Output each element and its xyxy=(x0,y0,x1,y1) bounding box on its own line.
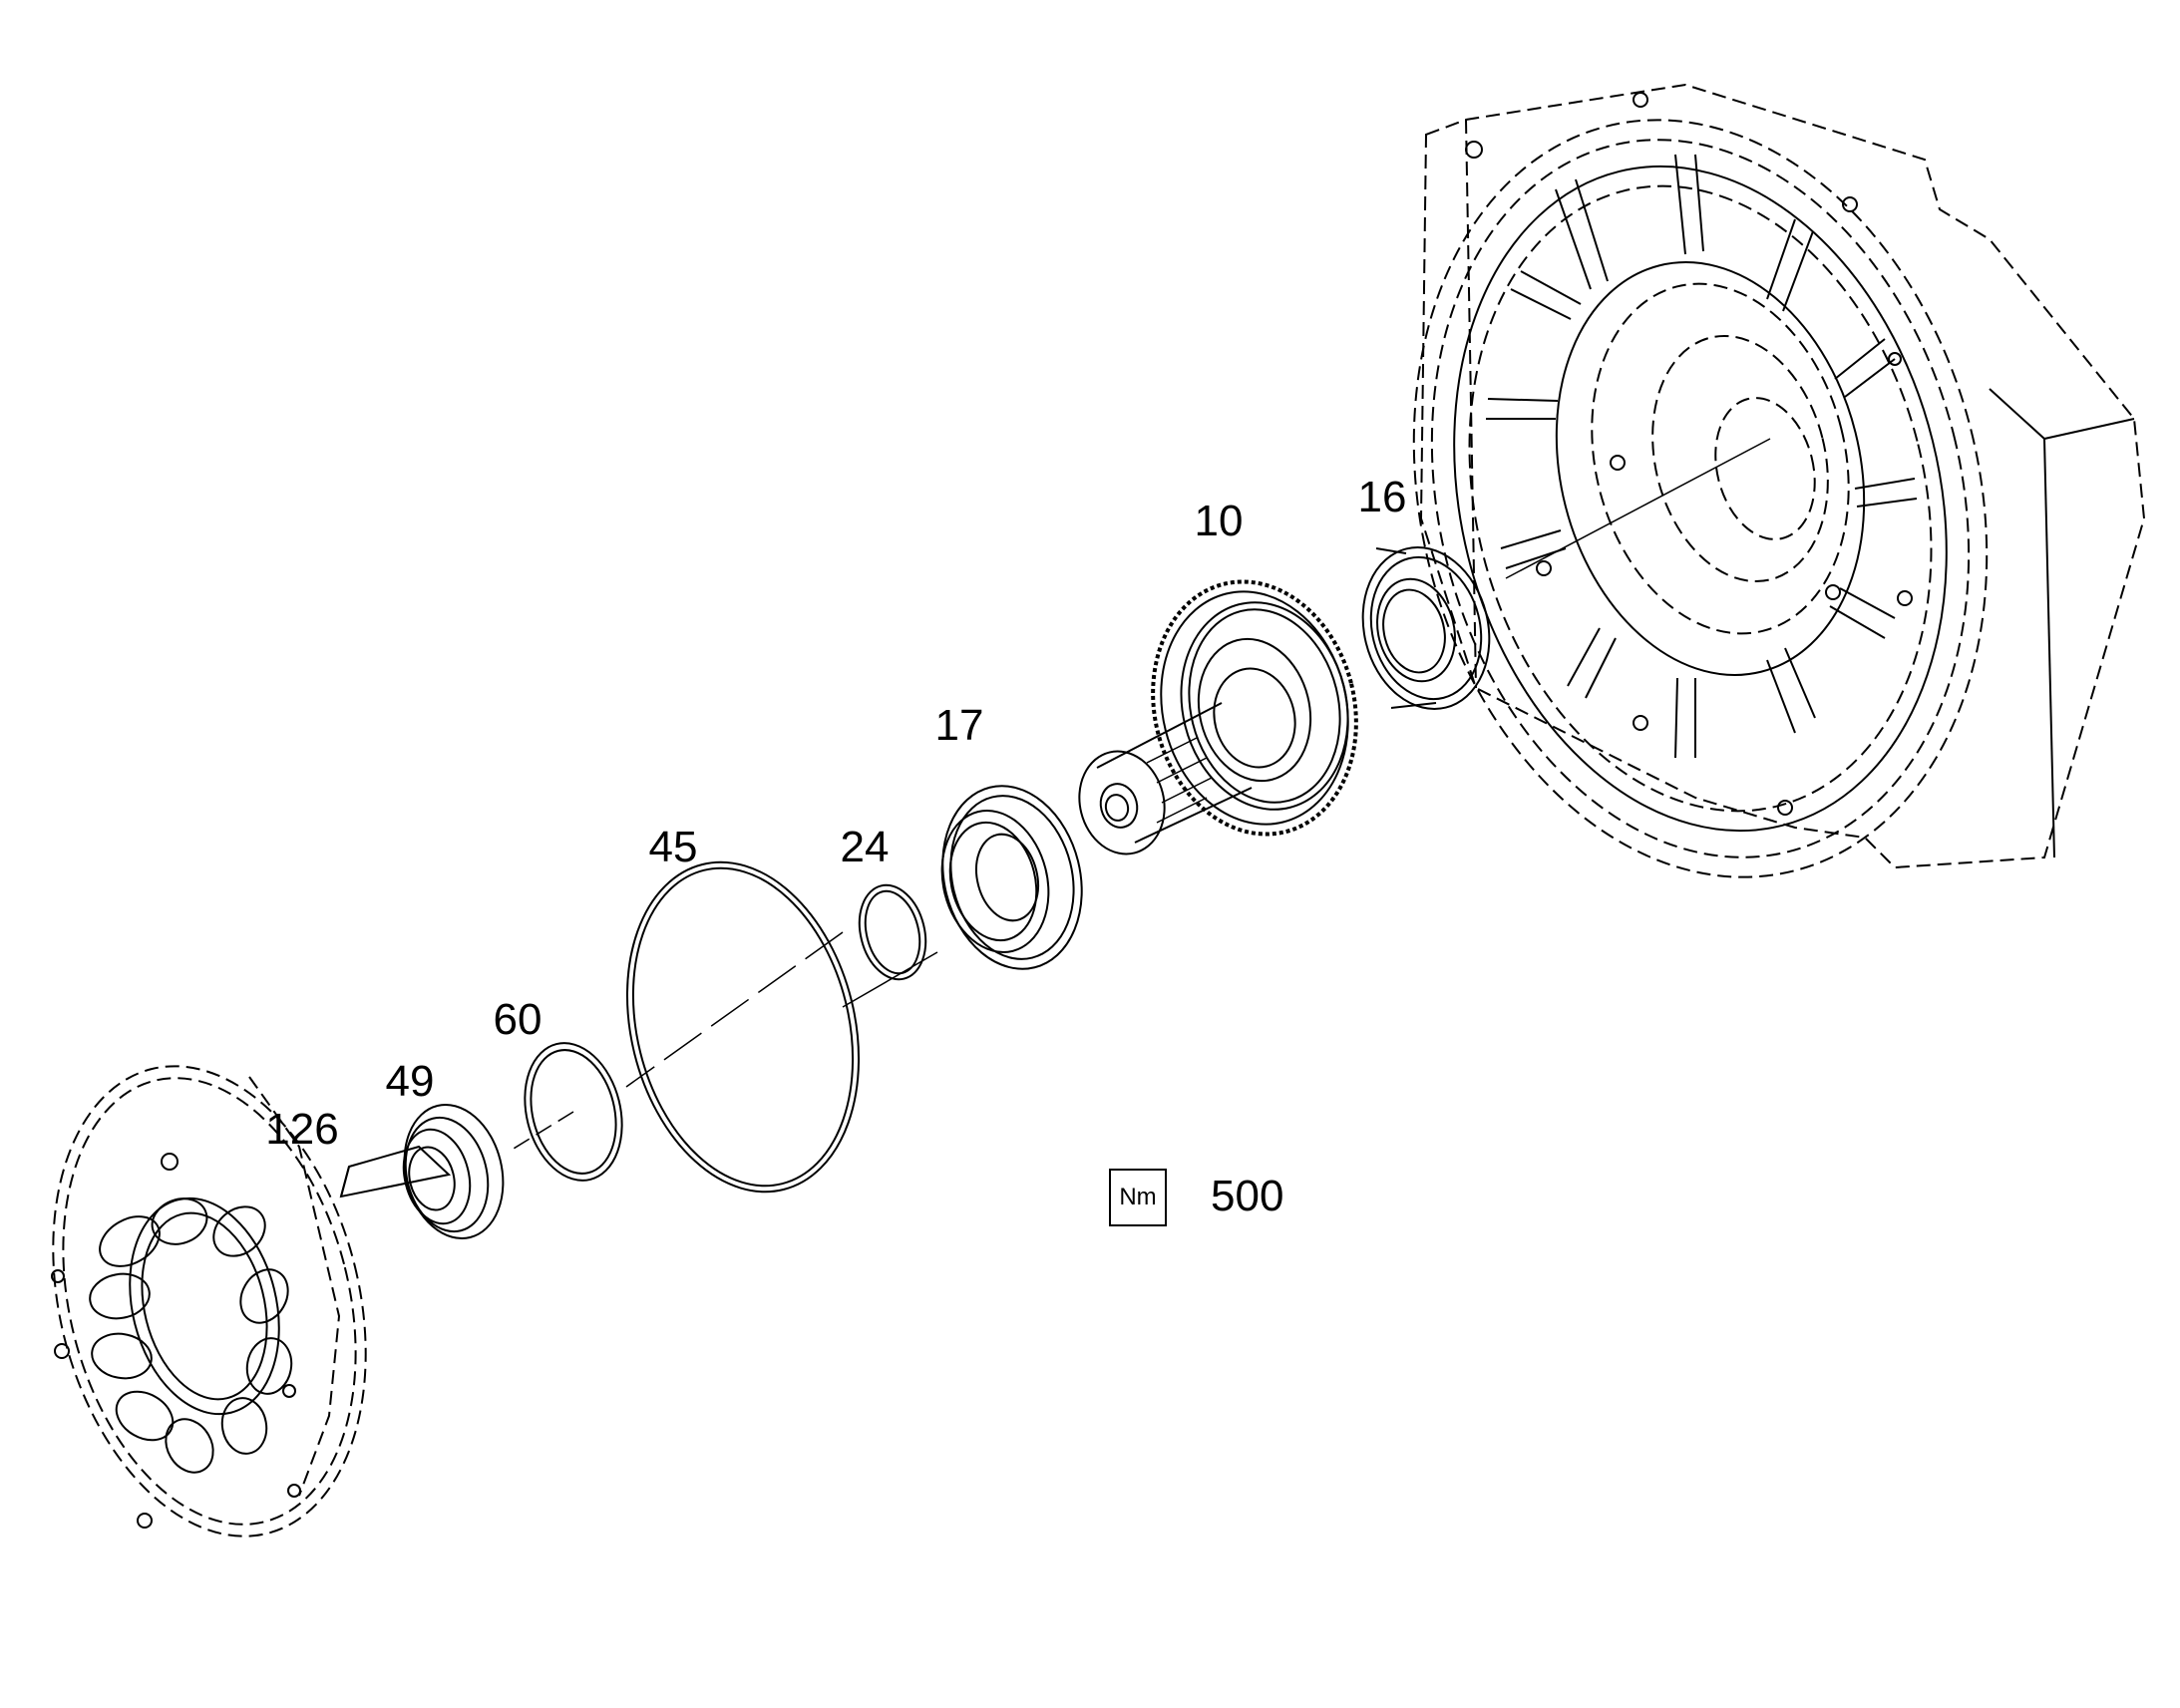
bearing-16 xyxy=(1346,533,1506,722)
callout-126: 126 xyxy=(265,1105,339,1154)
callout-16: 16 xyxy=(1357,473,1407,521)
callout-10: 10 xyxy=(1194,497,1244,545)
end-cover xyxy=(6,1033,412,1569)
callout-17: 17 xyxy=(934,701,984,750)
ring-60 xyxy=(511,1033,635,1192)
torque-value: 500 xyxy=(1211,1172,1284,1220)
gearbox-housing xyxy=(1336,59,2144,939)
gear-shaft-10 xyxy=(1069,560,1382,863)
bearing-17 xyxy=(924,771,1101,983)
assembly-axis xyxy=(509,439,1770,1152)
snap-ring-24 xyxy=(850,878,934,987)
callout-49: 49 xyxy=(385,1057,435,1106)
o-ring-45 xyxy=(594,838,893,1216)
key-126 xyxy=(341,1147,449,1196)
seal-49 xyxy=(391,1094,517,1248)
torque-unit-box: Nm xyxy=(1109,1169,1167,1226)
callout-24: 24 xyxy=(840,823,890,871)
callout-60: 60 xyxy=(493,995,543,1044)
callout-45: 45 xyxy=(648,823,698,871)
